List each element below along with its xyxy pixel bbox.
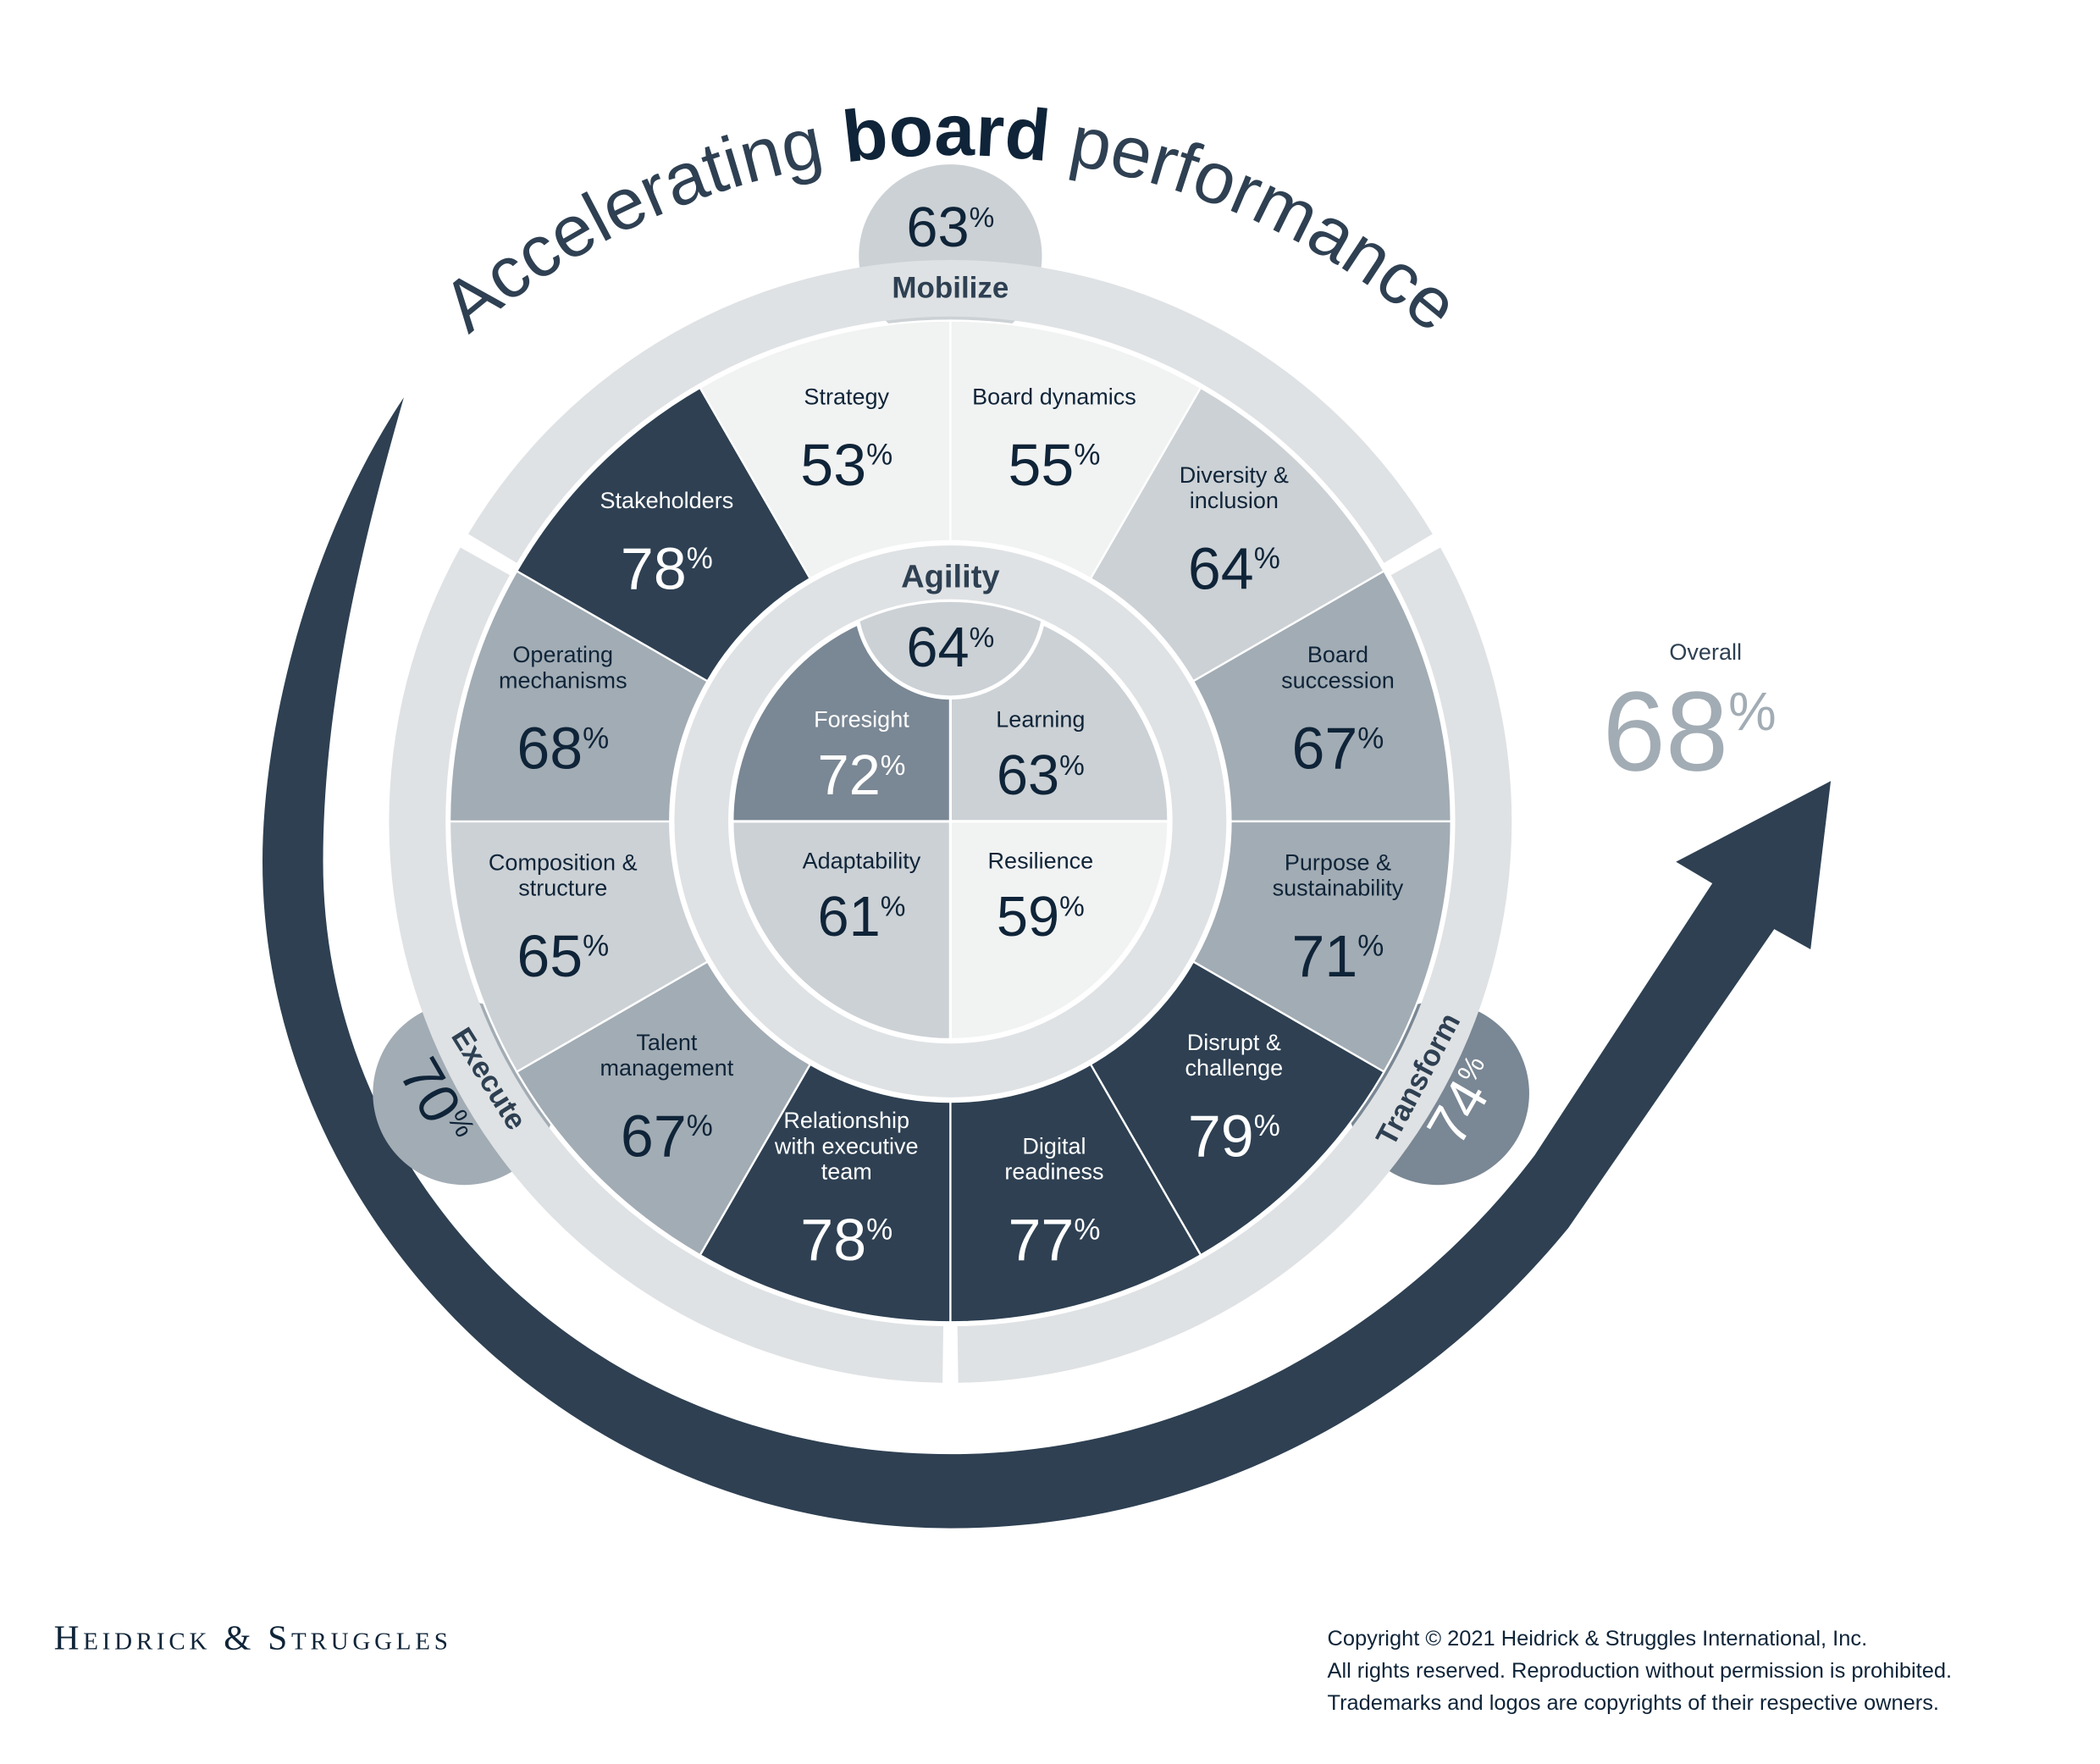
segment-label: Operating	[512, 642, 613, 667]
agility-value: 64%	[906, 617, 994, 679]
segment: Disrupt &challenge 79%	[1086, 958, 1386, 1257]
segment-value: 55%	[1009, 432, 1101, 498]
pillar-ring-execute	[389, 547, 944, 1383]
agility-label: Agility	[901, 558, 1000, 594]
copyright-line-3: Trademarks and logos are copyrights of t…	[1327, 1691, 1939, 1715]
segment-label: challenge	[1185, 1055, 1284, 1081]
segment-label: with executive	[774, 1133, 919, 1158]
segment-value: 64%	[1188, 535, 1280, 601]
quadrant-label: Resilience	[988, 849, 1094, 874]
segment-value: 68%	[517, 716, 609, 782]
quadrant-value: 61%	[817, 886, 905, 948]
segment-label: team	[821, 1159, 872, 1185]
quadrant-value: 63%	[997, 744, 1085, 807]
segment-value: 53%	[800, 432, 892, 498]
segment-label: readiness	[1004, 1159, 1103, 1185]
segment-value: 67%	[1292, 716, 1384, 782]
segment-label: Strategy	[804, 384, 889, 409]
quadrant-label: Adaptability	[803, 849, 921, 874]
segment-label: sustainability	[1273, 876, 1404, 901]
pillar-ring-transform	[957, 547, 1512, 1383]
segment-label: succession	[1281, 667, 1395, 693]
segment: Diversity &inclusion 64%	[1086, 386, 1386, 685]
pillar-ring-mobilize	[467, 260, 1433, 563]
segment-label: Digital	[1022, 1133, 1086, 1158]
pillar-label-mobilize: Mobilize	[892, 272, 1009, 305]
segment-label: inclusion	[1190, 488, 1279, 513]
segment-label: Composition &	[489, 849, 638, 875]
segment-label: Stakeholders	[600, 488, 734, 513]
segment-value: 67%	[621, 1103, 713, 1169]
pillar-value-mobilize: 63%	[906, 196, 994, 259]
segment-label: Relationship	[783, 1108, 909, 1133]
segment-label: mechanisms	[499, 667, 627, 693]
copyright-line-1: Copyright © 2021 Heidrick & Struggles In…	[1327, 1627, 1867, 1651]
segment-label: structure	[518, 876, 607, 901]
segment-label: Diversity &	[1180, 462, 1289, 488]
copyright-line-2: All rights reserved. Reproduction withou…	[1327, 1659, 1952, 1683]
quadrant-label: Learning	[996, 707, 1085, 733]
segment-label: Talent	[636, 1030, 698, 1055]
overall-label: Overall	[1669, 639, 1742, 665]
segment: Purpose &sustainability 71%	[1187, 820, 1452, 1074]
segment-value: 78%	[621, 535, 713, 601]
segment-label: management	[600, 1055, 734, 1081]
heidrick-struggles-logo: Heidrick & Struggles	[54, 1618, 452, 1657]
segment-label: Purpose &	[1285, 849, 1391, 875]
segment-label: Disrupt &	[1187, 1030, 1281, 1055]
quadrant-value: 59%	[997, 886, 1085, 948]
segment-value: 79%	[1188, 1103, 1280, 1169]
segment: Board dynamics 55%	[949, 319, 1202, 584]
agility-quadrant-resilience: Resilience 59%	[948, 820, 1172, 1042]
segment-label: Board	[1307, 642, 1368, 667]
segment-value: 71%	[1292, 923, 1384, 989]
segment-value: 77%	[1009, 1207, 1101, 1273]
segment-label: Board dynamics	[972, 384, 1136, 409]
segment-value: 78%	[800, 1207, 892, 1273]
quadrant-label: Foresight	[814, 707, 909, 733]
overall-value: 68%	[1603, 669, 1777, 795]
segment-value: 65%	[517, 923, 609, 989]
quadrant-value: 72%	[817, 744, 905, 807]
